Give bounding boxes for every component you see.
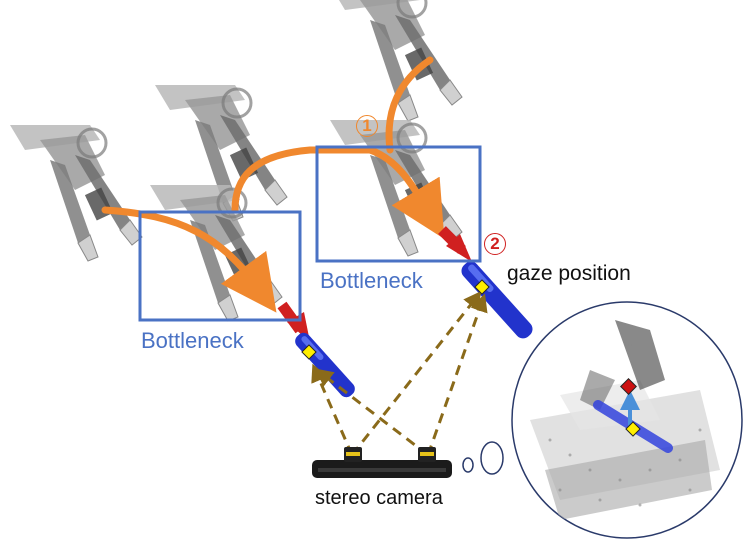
gaze-marker-right bbox=[474, 279, 490, 295]
cloud-gaze-marker bbox=[625, 421, 641, 437]
bottleneck-label-right: Bottleneck bbox=[320, 268, 423, 293]
step-2-badge: 2 bbox=[484, 233, 506, 255]
bottleneck-box-right bbox=[315, 145, 482, 263]
trajectory-paths bbox=[101, 56, 445, 313]
gaze-position-label: gaze position bbox=[507, 262, 631, 285]
point-cloud-icon bbox=[530, 320, 720, 520]
bottleneck-label-left: Bottleneck bbox=[141, 328, 244, 353]
gaze-marker-left bbox=[301, 344, 317, 360]
gaze-rays bbox=[311, 290, 488, 457]
step-1-badge: 1 bbox=[356, 115, 378, 137]
bottleneck-box-left bbox=[138, 210, 302, 322]
thought-bubble-icon bbox=[462, 301, 743, 539]
stereo-camera-label: stereo camera bbox=[315, 487, 443, 509]
target-marker bbox=[620, 378, 637, 395]
stereo-camera-icon bbox=[312, 447, 452, 478]
